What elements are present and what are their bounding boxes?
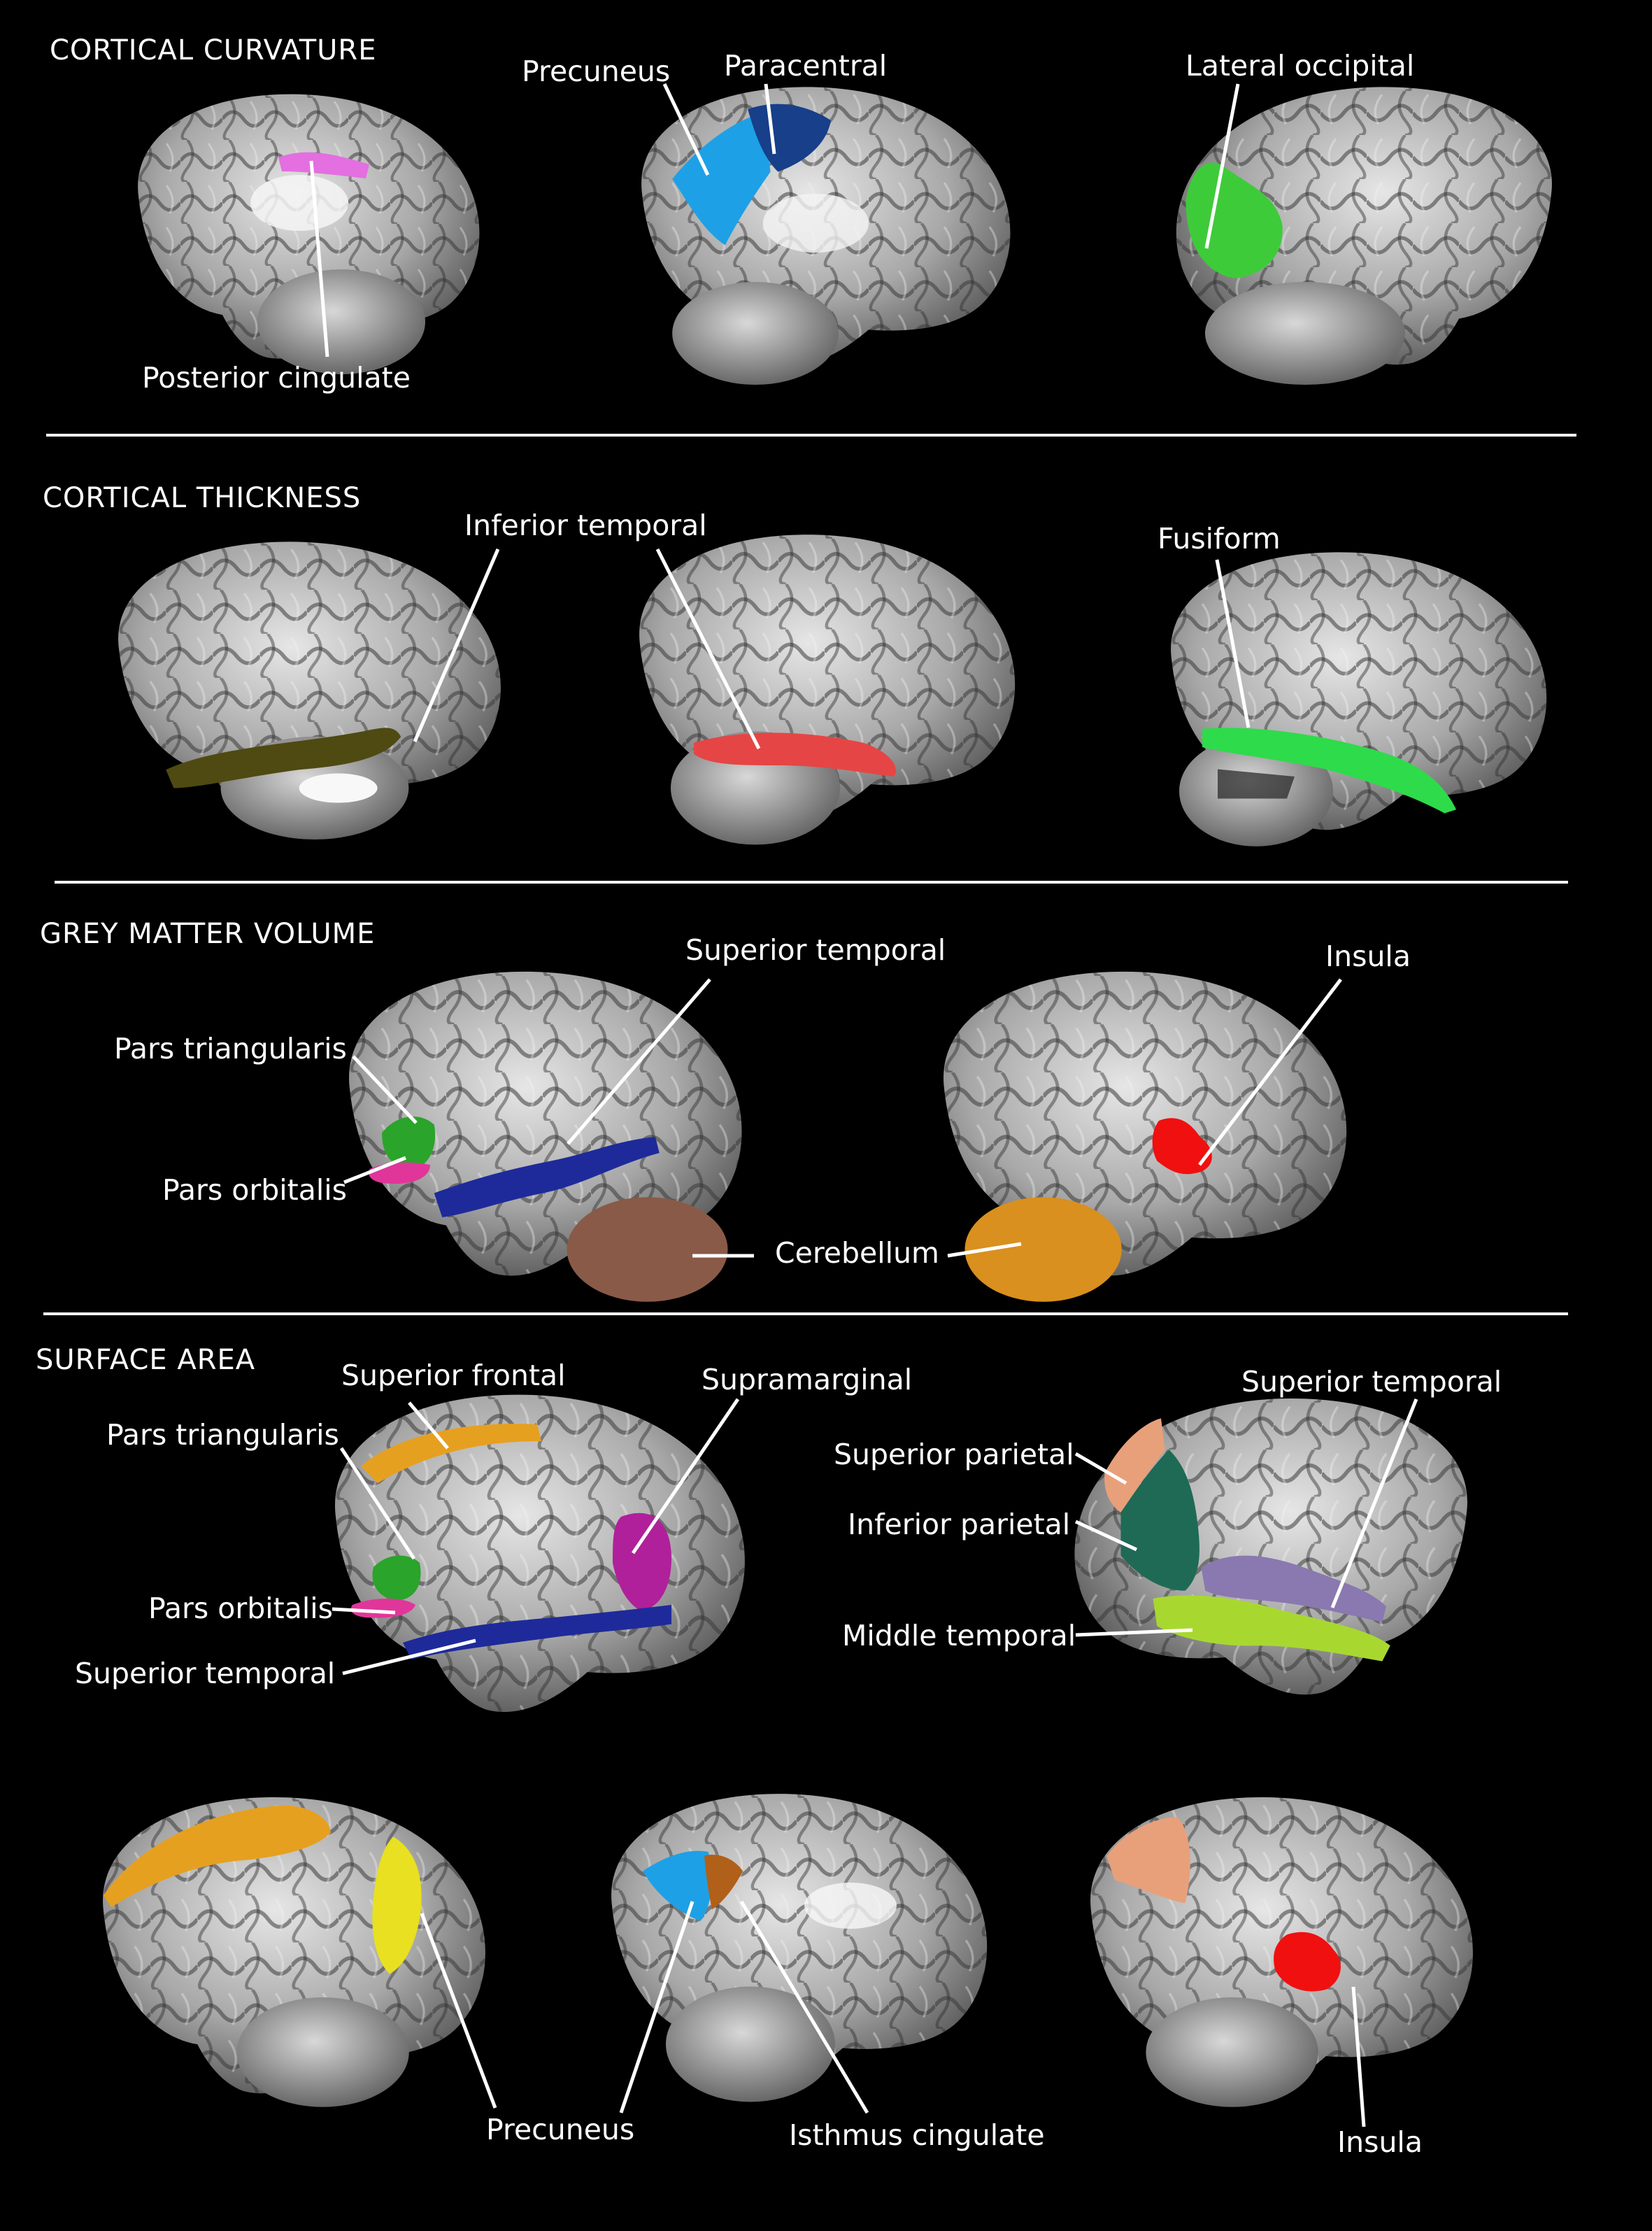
- region-isthmus-cingulate: [704, 1855, 743, 1910]
- region-inferior-parietal: [1120, 1450, 1199, 1591]
- region-posterior-cingulate: [278, 152, 369, 178]
- label-supramarginal: Supramarginal: [702, 1363, 913, 1396]
- label-superior-frontal: Superior frontal: [341, 1359, 566, 1392]
- label-superior-parietal: Superior parietal: [834, 1438, 1074, 1471]
- brain-gmv-lateral: [349, 971, 742, 1302]
- label-cerebellum: Cerebellum: [775, 1236, 939, 1270]
- section-title-surface-area: SURFACE AREA: [36, 1344, 256, 1376]
- region-cerebellum-b: [964, 1197, 1122, 1302]
- region-lateral-occipital: [1185, 162, 1283, 278]
- region-inferior-temporal-b: [694, 732, 896, 777]
- region-pars-orbitalis-sa: [350, 1599, 415, 1618]
- label-pars-triangularis-gmv: Pars triangularis: [114, 1032, 347, 1065]
- region-middle-temporal: [1153, 1595, 1390, 1662]
- region-insula: [1152, 1118, 1212, 1175]
- leader-lines-row2: [413, 548, 1251, 750]
- section-title-thickness: CORTICAL THICKNESS: [43, 482, 362, 514]
- region-insula-sa: [1274, 1932, 1341, 1992]
- label-pars-triangularis-sa: Pars triangularis: [106, 1418, 339, 1452]
- label-precuneus-sa: Precuneus: [486, 2113, 635, 2146]
- leader-lines-row1: [309, 83, 1240, 357]
- brain-sa-lateral-right: [1074, 1398, 1467, 1695]
- label-paracentral: Paracentral: [724, 49, 888, 83]
- brain-curvature-medial-2: [641, 87, 1011, 385]
- region-inferior-temporal-a: [166, 728, 401, 788]
- label-pars-orbitalis-gmv: Pars orbitalis: [162, 1173, 347, 1207]
- brain-sa-lateral-left: [334, 1394, 745, 1713]
- label-insula-sa: Insula: [1337, 2125, 1423, 2159]
- region-pars-triangularis-sa: [372, 1555, 421, 1601]
- label-posterior-cingulate: Posterior cingulate: [142, 361, 411, 395]
- label-superior-temporal-sa-right: Superior temporal: [1241, 1365, 1502, 1398]
- label-isthmus-cingulate: Isthmus cingulate: [789, 2118, 1045, 2152]
- brain-curvature-lateral: [1176, 87, 1552, 385]
- label-pars-orbitalis-sa: Pars orbitalis: [148, 1592, 333, 1625]
- section-title-curvature: CORTICAL CURVATURE: [50, 34, 377, 66]
- region-fusiform: [1202, 728, 1456, 814]
- region-superior-parietal-medial: [1106, 1817, 1190, 1904]
- label-superior-temporal-gmv: Superior temporal: [685, 933, 946, 967]
- brain-sa-medial-3: [1090, 1797, 1473, 2107]
- label-inferior-temporal: Inferior temporal: [464, 509, 707, 542]
- region-cuneus: [372, 1836, 422, 1974]
- label-superior-temporal-sa-left: Superior temporal: [75, 1657, 336, 1690]
- separator-lines: [43, 434, 1576, 1315]
- brain-thickness-3: [1171, 552, 1547, 847]
- label-fusiform: Fusiform: [1158, 522, 1281, 555]
- brain-sa-medial-1: [103, 1797, 485, 2107]
- region-superior-frontal: [361, 1424, 541, 1483]
- region-superior-parietal: [1104, 1418, 1165, 1513]
- brain-thickness-2: [639, 534, 1016, 845]
- label-middle-temporal: Middle temporal: [842, 1619, 1076, 1652]
- brain-thickness-1: [118, 541, 501, 840]
- section-title-gmv: GREY MATTER VOLUME: [40, 918, 376, 950]
- region-superior-temporal-sa: [403, 1605, 671, 1659]
- region-supramarginal: [613, 1513, 671, 1610]
- leader-lines-row4: [332, 1398, 1418, 1676]
- brain-gmv-medial: [944, 971, 1347, 1302]
- leader-lines-row5: [420, 1900, 1366, 2127]
- leader-lines-row3: [343, 978, 1342, 1258]
- label-precuneus-curv: Precuneus: [522, 55, 671, 88]
- region-superior-frontal-medial: [104, 1805, 331, 1908]
- region-precuneus: [672, 113, 771, 246]
- label-insula-gmv: Insula: [1325, 940, 1411, 973]
- region-superior-temporal-sa-b: [1201, 1555, 1386, 1622]
- region-pars-triangularis: [382, 1116, 436, 1169]
- brain-curvature-medial: [138, 94, 480, 374]
- region-precuneus-sa: [643, 1850, 713, 1921]
- region-cerebellum-a: [567, 1197, 728, 1302]
- label-inferior-parietal: Inferior parietal: [848, 1508, 1071, 1541]
- label-lateral-occipital: Lateral occipital: [1185, 49, 1415, 83]
- region-superior-temporal: [434, 1137, 660, 1217]
- brain-sa-medial-2: [611, 1794, 988, 2102]
